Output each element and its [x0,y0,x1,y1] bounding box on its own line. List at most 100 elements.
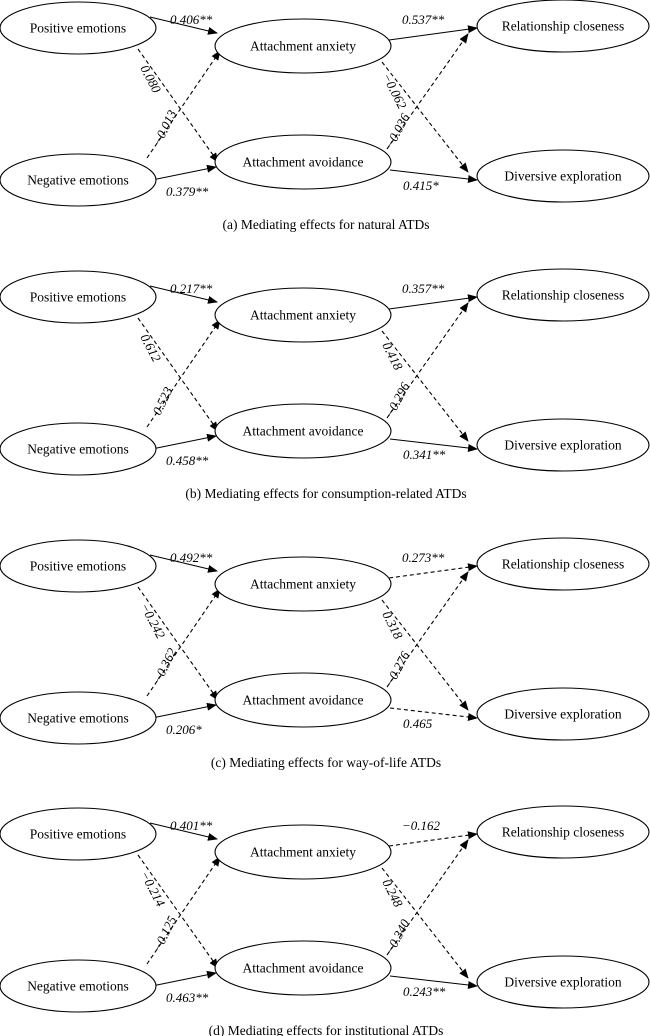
path-coefficient-avo-to-rel: −0.296 [381,379,412,420]
node-ellipse [214,672,392,728]
panel-caption: (c) Mediating effects for way-of-life AT… [211,755,441,770]
path-arrow-avo-to-rel [386,33,469,150]
node-label: Relationship closeness [502,19,625,34]
path-coefficient-pos-to-anx: 0.406** [170,12,213,27]
path-arrow-pos-to-avo [137,317,219,432]
node-ellipse [0,539,157,593]
node-label: Negative emotions [27,979,129,994]
path-arrow-neg-to-avo [151,702,217,719]
panel-c: 0.492**−0.242−0.3620.206*0.273**0.318−0.… [0,537,650,770]
node-ellipse [214,403,392,459]
node-label: Relationship closeness [502,288,625,303]
path-coefficient-anx-to-rel: 0.273** [402,550,445,565]
node-div: Diversive exploration [476,955,650,1009]
path-coefficient-pos-to-anx: 0.492** [170,550,213,565]
path-arrow-pos-to-avo [137,586,219,701]
node-ellipse [476,149,650,203]
path-arrow-neg-to-avo [151,164,217,181]
node-ellipse [214,940,392,996]
node-label: Attachment avoidance [242,693,363,708]
node-label: Negative emotions [27,442,129,457]
path-coefficient-anx-to-rel: 0.537** [402,12,445,27]
node-ellipse [0,807,157,861]
path-coefficient-neg-to-avo: 0.463** [166,990,209,1005]
path-arrow-pos-to-anx [149,16,218,35]
path-arrow-avo-to-div [389,438,478,452]
node-anx: Attachment anxiety [214,556,392,612]
path-arrow-pos-to-avo [137,48,219,163]
path-coefficient-pos-to-avo: −0.214 [137,868,168,909]
node-ellipse [476,955,650,1009]
path-coefficient-pos-to-avo: 0.080 [137,62,164,95]
node-neg: Negative emotions [0,959,157,1013]
node-label: Positive emotions [30,21,126,36]
panel-b: 0.217**0.6120.5230.458**0.357**0.418−0.2… [0,268,650,501]
node-ellipse [0,691,157,745]
path-coefficient-avo-to-div: 0.341** [403,447,446,462]
node-ellipse [476,418,650,472]
panel-caption: (a) Mediating effects for natural ATDs [222,217,429,232]
path-coefficient-avo-to-div: 0.243** [403,984,446,999]
node-anx: Attachment anxiety [214,287,392,343]
path-arrow-anx-to-rel [388,831,478,847]
node-pos: Positive emotions [0,807,157,861]
path-coefficient-pos-to-anx: 0.217** [170,281,213,296]
node-label: Positive emotions [30,827,126,842]
path-arrow-anx-to-rel [388,25,478,41]
path-arrow-anx-to-div [381,599,469,711]
path-arrow-pos-to-anx [149,285,218,304]
path-coefficient-anx-to-div: 0.318 [379,609,406,642]
path-arrow-pos-to-anx [149,822,218,841]
path-arrow-avo-to-div [389,975,478,989]
node-avo: Attachment avoidance [214,672,392,728]
node-label: Diversive exploration [504,169,622,184]
node-ellipse [0,153,157,207]
path-arrow-neg-to-anx [146,50,221,159]
node-label: Negative emotions [27,711,129,726]
path-coefficient-anx-to-div: −0.062 [379,71,410,112]
path-arrow-anx-to-div [381,330,469,442]
node-ellipse [476,537,650,591]
path-coefficient-avo-to-div: 0.465 [403,716,433,731]
node-ellipse [214,134,392,190]
node-div: Diversive exploration [476,418,650,472]
node-label: Relationship closeness [502,825,625,840]
path-coefficient-neg-to-anx: 0.523 [149,384,176,417]
path-arrow-neg-to-anx [146,588,221,697]
node-label: Attachment anxiety [250,308,356,323]
node-neg: Negative emotions [0,691,157,745]
path-coefficient-avo-to-rel: −0.340 [381,916,412,957]
path-arrow-anx-to-div [381,867,469,979]
node-pos: Positive emotions [0,539,157,593]
node-ellipse [476,268,650,322]
path-arrow-anx-to-div [381,61,469,173]
node-label: Attachment avoidance [242,155,363,170]
path-coefficient-anx-to-rel: −0.162 [402,818,441,833]
node-label: Diversive exploration [504,707,622,722]
path-coefficient-neg-to-avo: 0.379** [166,184,209,199]
path-arrow-neg-to-anx [146,319,221,428]
node-ellipse [476,805,650,859]
path-arrow-anx-to-rel [388,294,478,310]
node-ellipse [0,1,157,55]
path-arrow-avo-to-rel [386,839,469,956]
path-coefficient-pos-to-anx: 0.401** [170,818,213,833]
node-pos: Positive emotions [0,270,157,324]
path-coefficient-pos-to-avo: −0.242 [137,600,168,641]
node-div: Diversive exploration [476,149,650,203]
path-arrow-avo-to-div [389,169,478,183]
path-coefficient-neg-to-avo: 0.458** [166,453,209,468]
node-label: Attachment anxiety [250,845,356,860]
path-arrow-avo-to-div [389,707,478,721]
path-arrow-avo-to-rel [386,571,469,688]
node-ellipse [0,422,157,476]
path-coefficient-neg-to-anx: −0.013 [149,107,179,148]
node-label: Attachment anxiety [250,577,356,592]
node-label: Attachment anxiety [250,39,356,54]
path-coefficient-anx-to-div: 0.418 [379,340,406,373]
path-coefficient-avo-to-rel: −0.276 [381,648,412,689]
node-avo: Attachment avoidance [214,134,392,190]
path-arrow-neg-to-anx [146,856,221,965]
node-rel: Relationship closeness [476,0,650,53]
